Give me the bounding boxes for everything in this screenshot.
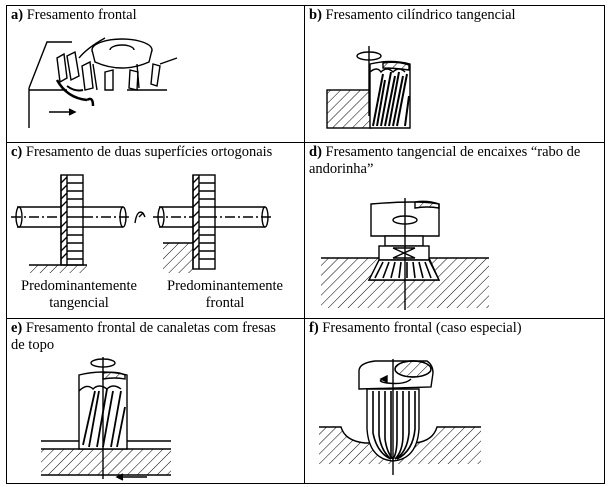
milling-types-table: a) Fresamento frontal b) Fresamento ci [6,5,605,484]
cylindrical-milling-figure [326,46,411,129]
sublabel-tangential-line2: tangencial [49,295,109,311]
sublabel-tangential: Predominantemente tangencial [9,278,149,312]
cell-d-title-line2: andorinha” [309,161,374,177]
cell-e: e) Fresamento frontal de canaletas com f… [7,319,304,484]
sublabel-frontal: Predominantemente frontal [155,278,295,312]
cell-f-caption: f) Fresamento frontal (caso especial) [309,320,522,337]
cell-b-title: Fresamento cilíndrico tangencial [325,7,516,23]
cell-f-title: Fresamento frontal (caso especial) [322,320,522,336]
dovetail-milling-figure [321,198,489,310]
sublabel-tangential-line1: Predominantemente [21,278,137,294]
cell-d-letter: d) [309,144,322,160]
cell-f-letter: f) [309,320,319,336]
end-mill-slot-figure [41,357,171,481]
cell-f: f) Fresamento frontal (caso especial) [305,319,604,484]
sublabel-frontal-line1: Predominantemente [167,278,283,294]
cell-e-letter: e) [11,320,23,336]
cell-d: d) Fresamento tangencial de encaixes “ra… [305,143,604,318]
cell-a-caption: a) Fresamento frontal [11,7,137,24]
cell-c-letter: c) [11,144,23,160]
cell-d-caption: d) Fresamento tangencial de encaixes “ra… [309,144,580,178]
cell-a-letter: a) [11,7,24,23]
face-milling-figure [28,37,178,128]
cell-c: c) Fresamento de duas superfícies ortogo… [7,143,304,318]
cell-e-title-line1: Fresamento frontal de canaletas com fres… [25,320,276,336]
row-divider-1 [7,142,604,143]
cell-a: a) Fresamento frontal [7,6,304,142]
cell-b: b) Fresamento cilíndrico tangencial [305,6,604,142]
cell-a-title: Fresamento frontal [26,7,137,23]
special-face-milling-figure [319,359,481,475]
cell-d-title-line1: Fresamento tangencial de encaixes “rabo … [325,144,581,160]
orthogonal-milling-figure [11,174,273,273]
cell-b-caption: b) Fresamento cilíndrico tangencial [309,7,516,24]
cell-c-title: Fresamento de duas superfícies ortogonai… [25,144,273,160]
sublabel-frontal-line2: frontal [205,295,245,311]
cell-e-title-line2: de topo [11,337,55,353]
column-divider [304,6,305,483]
cell-e-caption: e) Fresamento frontal de canaletas com f… [11,320,276,354]
cell-c-caption: c) Fresamento de duas superfícies ortogo… [11,144,272,161]
cell-b-letter: b) [309,7,322,23]
row-divider-2 [7,318,604,319]
